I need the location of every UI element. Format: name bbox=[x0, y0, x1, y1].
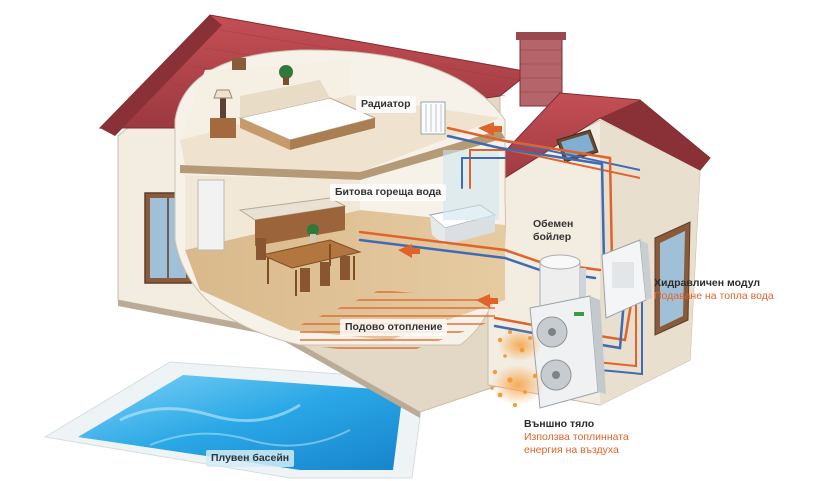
hydraulic-module-title: Хидравличен модул bbox=[654, 277, 761, 289]
hot-water-label: Битова гореща вода bbox=[330, 184, 447, 201]
fridge bbox=[197, 179, 225, 251]
arrow-icon bbox=[478, 122, 502, 136]
outdoor-unit-subtitle-line2: енергия на въздуха bbox=[524, 444, 619, 456]
outdoor-unit bbox=[490, 295, 606, 409]
floor-heating-label: Подово отопление bbox=[340, 319, 448, 336]
outdoor-unit-label: Външно тяло Използва топлинната енергия … bbox=[524, 418, 629, 457]
hydraulic-module-subtitle: Подаване на топла вода bbox=[654, 290, 774, 302]
chimney bbox=[519, 35, 563, 107]
pool-label: Плувен басейн bbox=[206, 450, 295, 467]
swimming-pool bbox=[43, 361, 426, 479]
hydraulic-module-label: Хидравличен модул Подаване на топла вода bbox=[654, 277, 774, 303]
boiler-label-line1: Обемен bbox=[533, 218, 574, 230]
boiler-label-line2: бойлер bbox=[533, 231, 572, 243]
boiler-label: Обемен бойлер bbox=[533, 218, 573, 244]
radiator-label: Радиатор bbox=[356, 96, 416, 113]
hydraulic-module bbox=[601, 239, 652, 319]
outdoor-unit-subtitle-line1: Използва топлинната bbox=[524, 431, 629, 443]
arrow-icon bbox=[398, 244, 420, 258]
radiator bbox=[420, 101, 446, 135]
flow-arrows bbox=[398, 122, 502, 308]
outdoor-unit-title: Външно тяло bbox=[524, 418, 595, 430]
dining-table bbox=[260, 239, 362, 269]
arrow-icon bbox=[476, 294, 498, 308]
cutaway-interior bbox=[174, 49, 506, 355]
